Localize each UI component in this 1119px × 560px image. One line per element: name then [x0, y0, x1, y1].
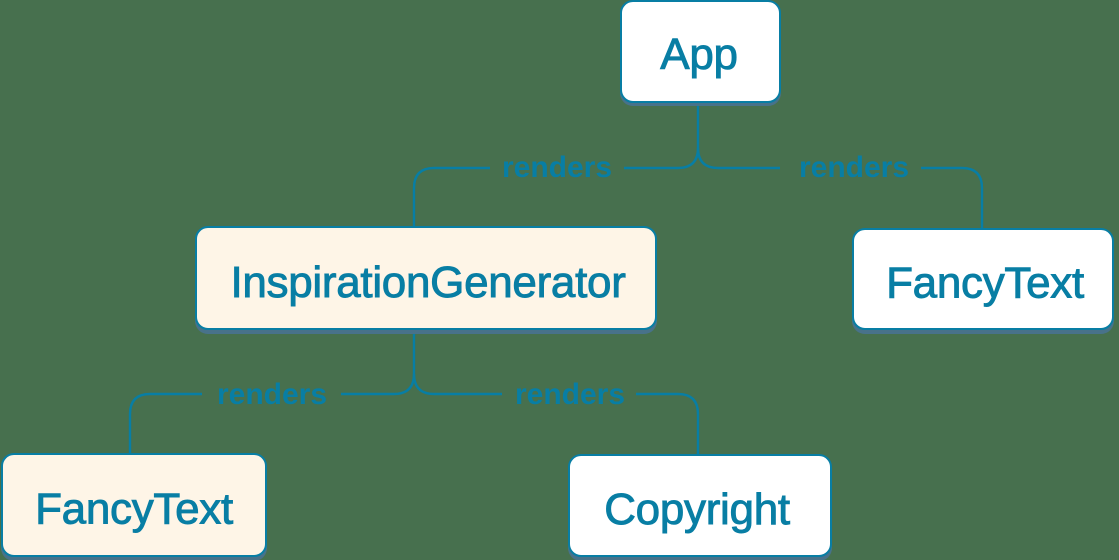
svg-text:App: App [660, 30, 737, 79]
svg-text:renders: renders [515, 378, 625, 411]
svg-text:renders: renders [799, 151, 909, 184]
svg-text:InspirationGenerator: InspirationGenerator [230, 258, 625, 307]
svg-text:FancyText: FancyText [35, 485, 233, 534]
svg-text:renders: renders [217, 378, 327, 411]
svg-text:Copyright: Copyright [604, 485, 790, 534]
svg-text:renders: renders [502, 151, 612, 184]
svg-text:FancyText: FancyText [886, 259, 1084, 308]
